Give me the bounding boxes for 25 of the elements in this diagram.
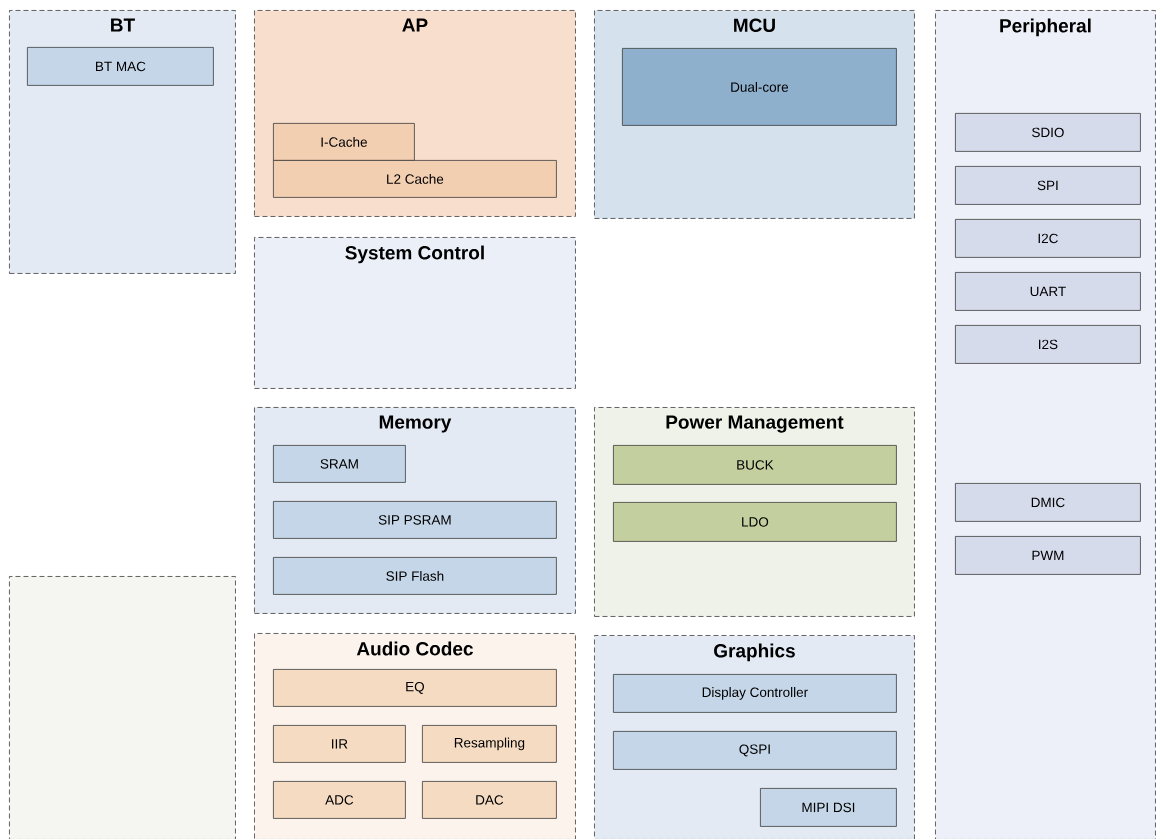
module-box: SIP PSRAM [273, 501, 557, 539]
module-box: EQ [273, 669, 557, 707]
module-box: SRAM [273, 445, 406, 483]
module-box: ADC [273, 781, 406, 819]
module-box: IIR [273, 725, 406, 763]
module-box: I-Cache [273, 123, 415, 161]
module-box: Resampling [422, 725, 557, 763]
module-box: UART [955, 272, 1141, 311]
module-box: LDO [613, 502, 897, 542]
module-box: DAC [422, 781, 557, 819]
block-container: System Control [254, 237, 576, 389]
module-box: BT MAC [27, 47, 214, 86]
module-box: SIP Flash [273, 557, 557, 595]
module-box: I2C [955, 219, 1141, 258]
module-box: SDIO [955, 113, 1141, 152]
module-box: MIPI DSI [760, 788, 897, 827]
module-box: Dual-core [622, 48, 897, 126]
module-box: SPI [955, 166, 1141, 205]
module-box: QSPI [613, 731, 897, 770]
module-box: DMIC [955, 483, 1141, 522]
module-box: I2S [955, 325, 1141, 364]
module-box: BUCK [613, 445, 897, 485]
module-box: PWM [955, 536, 1141, 575]
module-box: Display Controller [613, 674, 897, 713]
empty-block [9, 576, 236, 839]
